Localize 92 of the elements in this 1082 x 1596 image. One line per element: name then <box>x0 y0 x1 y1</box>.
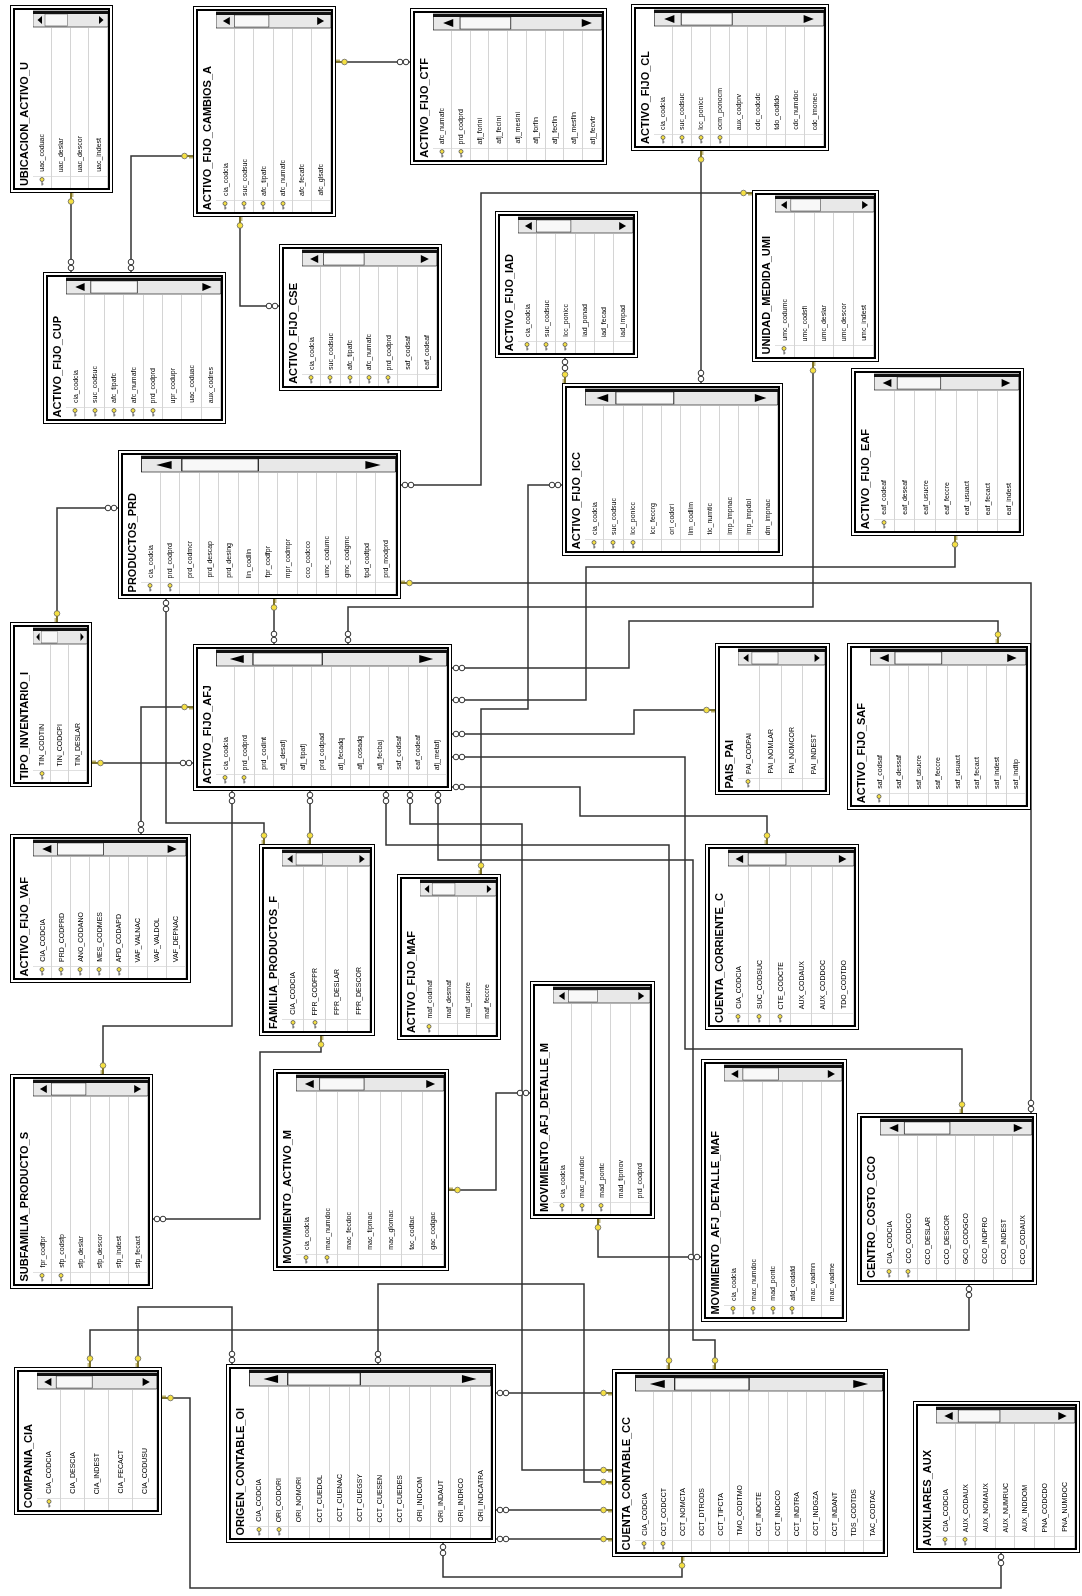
relationship-line <box>495 1389 613 1397</box>
table-box <box>10 622 92 787</box>
table-box <box>701 1059 847 1322</box>
table-title: ACTIVO_FIJO_CUP <box>51 315 63 417</box>
table-title: UBICACION_ACTIVO_U <box>18 61 30 186</box>
table-title: ORIGEN_CONTABLE_OI <box>234 1408 246 1536</box>
relationship-line <box>382 790 673 1370</box>
table-box <box>857 1113 1037 1285</box>
relationship-line <box>161 1394 1005 1589</box>
table-title: ACTIVO_FIJO_AFJ <box>201 684 213 784</box>
relationship-line <box>270 598 278 645</box>
table-title: ACTIVO_FIJO_CL <box>639 51 651 144</box>
table-title: SUBFAMILIA_PRODUCTO_S <box>18 1132 30 1282</box>
relationship-line <box>451 783 771 845</box>
relationship-line <box>434 790 719 1370</box>
relationship-line <box>400 189 753 489</box>
table-title: ACTIVO_FIJO_MAF <box>405 930 417 1033</box>
table-box <box>397 874 501 1040</box>
table-box <box>10 5 113 193</box>
relationship-line <box>137 703 194 835</box>
table-box <box>14 1367 162 1515</box>
relationship-line <box>451 620 1002 672</box>
table-box <box>847 643 1031 810</box>
relationship-line <box>477 481 563 875</box>
relationship-line <box>697 150 705 384</box>
table-box <box>495 211 638 358</box>
table-title: AUXILIARES_AUX <box>921 1450 933 1546</box>
relationship-line <box>594 1218 702 1261</box>
table-box <box>273 1069 449 1271</box>
table-title: CENTRO_COSTO_CCO <box>865 1155 877 1278</box>
relationship-line <box>53 504 119 623</box>
table-title: FAMILIA_PRODUCTOS_F <box>267 895 279 1029</box>
table-box <box>851 368 1024 536</box>
table-box <box>226 1364 496 1543</box>
relationship-line <box>495 1506 613 1514</box>
table-title: ACTIVO_FIJO_ICC <box>570 451 582 549</box>
table-box <box>193 644 452 791</box>
table-box <box>259 844 375 1036</box>
relationship-line <box>162 598 268 845</box>
table-box <box>118 450 401 599</box>
table-title: ACTIVO_FIJO_EAF <box>859 428 871 529</box>
relationship-line <box>400 579 1035 1114</box>
table-box <box>562 383 783 556</box>
relationship-line <box>451 535 959 704</box>
relationship-line <box>99 790 236 1075</box>
table-title: ACTIVO_FIJO_SAF <box>855 702 867 803</box>
table-title: ACTIVO_FIJO_CAMBIOS_A <box>201 65 213 210</box>
table-title: ACTIVO_FIJO_CSE <box>287 283 299 384</box>
relationship-line <box>91 759 194 767</box>
table-title: COMPANIA_CIA <box>22 1423 34 1508</box>
relationship-line <box>495 1535 613 1543</box>
relationship-line <box>561 357 569 384</box>
table-box <box>193 6 336 217</box>
relationship-line <box>344 361 817 645</box>
table-title: PAIS_PAI <box>723 739 735 788</box>
relationship-line <box>335 58 411 66</box>
table-box <box>612 1369 888 1557</box>
relationship-line <box>306 790 314 845</box>
relationship-line <box>451 706 716 738</box>
table-box <box>10 834 191 983</box>
table-box <box>279 244 442 391</box>
table-box <box>705 844 859 1030</box>
relationship-line <box>134 1306 236 1368</box>
table-box <box>631 4 829 151</box>
table-title: ACTIVO_FIJO_IAD <box>503 253 515 351</box>
relationship-line <box>448 1089 531 1194</box>
table-title: UNIDAD_MEDIDA_UMI <box>760 236 772 355</box>
table-box <box>913 1401 1080 1553</box>
relationship-line <box>86 1284 973 1368</box>
table-box <box>530 981 655 1219</box>
relationship-line <box>439 1542 686 1578</box>
table-title: CUENTA_CORRIENTE_C <box>713 893 725 1023</box>
relationship-line <box>67 192 75 273</box>
table-box <box>10 1074 153 1289</box>
table-box <box>410 8 607 165</box>
table-box <box>752 190 879 362</box>
relationship-line <box>236 216 280 310</box>
table-title: ACTIVO_FIJO_VAF <box>18 876 30 976</box>
table-title: PRODUCTOS_PRD <box>126 492 138 592</box>
relationship-line <box>406 790 613 1474</box>
relationship-line <box>451 753 966 1114</box>
table-title: MOVIMIENTO_ACTIVO_M <box>281 1130 293 1264</box>
table-title: TIPO_INVENTARIO_I <box>18 672 30 780</box>
relationship-line <box>152 1035 325 1223</box>
table-title: ACTIVO_FIJO_CTF <box>418 58 430 158</box>
table-box <box>715 643 830 795</box>
table-title: CUENTA_CONTABLE_CC <box>620 1416 632 1550</box>
table-title: MOVIMIENTO_AFJ_DETALLE_MAF <box>709 1131 721 1315</box>
table-box <box>43 272 226 424</box>
relationship-line <box>127 152 194 273</box>
table-title: MOVIMIENTO_AFJ_DETALLE_M <box>538 1043 550 1212</box>
relationship-line <box>374 1283 613 1486</box>
